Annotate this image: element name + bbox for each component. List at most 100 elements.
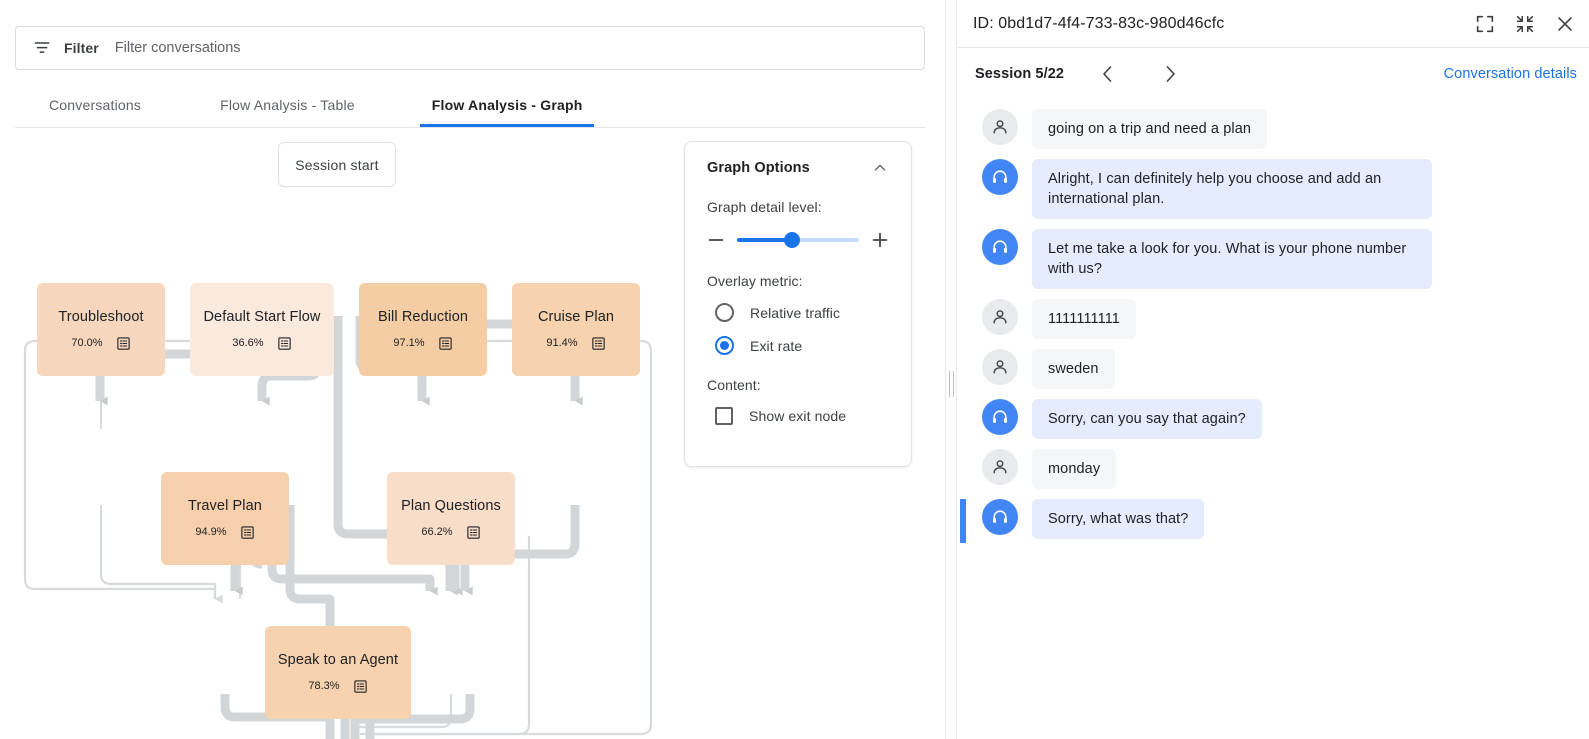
message-bubble: sweden bbox=[1032, 349, 1115, 389]
node-detail-icon[interactable] bbox=[240, 525, 255, 540]
message-bubble: Sorry, can you say that again? bbox=[1032, 399, 1262, 439]
radio-exit-rate-label: Exit rate bbox=[750, 337, 803, 354]
graph-node-title: Troubleshoot bbox=[58, 308, 144, 325]
conversation-header-actions bbox=[1474, 0, 1576, 48]
session-navigation-bar: Session 5/22 Conversation details bbox=[957, 48, 1589, 100]
node-detail-icon[interactable] bbox=[466, 525, 481, 540]
message-bubble: Sorry, what was that? bbox=[1032, 499, 1205, 539]
node-detail-icon[interactable] bbox=[353, 679, 368, 694]
message-bubble: going on a trip and need a plan bbox=[1032, 109, 1268, 149]
graph-detail-slider-row bbox=[685, 229, 911, 251]
message-bubble: 1111111111 bbox=[1032, 299, 1136, 339]
graph-node-default-start[interactable]: Default Start Flow 36.6% bbox=[190, 283, 334, 376]
collapse-icon[interactable] bbox=[1514, 13, 1536, 35]
message-bubble: Alright, I can definitely help you choos… bbox=[1032, 159, 1432, 219]
graph-node-title: Travel Plan bbox=[188, 497, 262, 514]
tab-conversations[interactable]: Conversations bbox=[49, 97, 142, 113]
message-row[interactable]: Sorry, can you say that again? bbox=[957, 394, 1589, 444]
graph-node-meta: 91.4% bbox=[546, 336, 605, 351]
minus-icon[interactable] bbox=[705, 229, 727, 251]
chevron-up-icon[interactable] bbox=[871, 159, 889, 177]
radio-relative-traffic-label: Relative traffic bbox=[750, 304, 841, 321]
graph-node-meta: 97.1% bbox=[393, 336, 452, 351]
tab-flow-analysis-graph[interactable]: Flow Analysis - Graph bbox=[419, 90, 595, 127]
node-detail-icon[interactable] bbox=[116, 336, 131, 351]
avatar-user bbox=[982, 449, 1018, 485]
message-row[interactable]: Let me take a look for you. What is your… bbox=[957, 224, 1589, 294]
checkbox-show-exit-node-label: Show exit node bbox=[749, 408, 847, 424]
user-avatar-icon bbox=[993, 120, 1007, 134]
tab-bar: Conversations Flow Analysis - Table Flow… bbox=[15, 90, 925, 128]
graph-options-panel: Graph Options Graph detail level: Ove bbox=[684, 141, 912, 467]
agent-avatar-icon bbox=[993, 510, 1007, 523]
tab-flow-analysis-table[interactable]: Flow Analysis - Table bbox=[220, 97, 355, 113]
avatar-agent bbox=[982, 399, 1018, 435]
graph-node-percentage: 91.4% bbox=[546, 337, 578, 349]
message-row[interactable]: sweden bbox=[957, 344, 1589, 394]
graph-node-title: Cruise Plan bbox=[537, 308, 615, 325]
chevron-left-icon[interactable] bbox=[1096, 62, 1120, 86]
filter-bar[interactable]: Filter bbox=[15, 26, 925, 70]
graph-detail-slider[interactable] bbox=[737, 232, 859, 248]
session-counter: Session 5/22 bbox=[975, 66, 1065, 82]
radio-exit-rate-icon[interactable] bbox=[715, 336, 734, 355]
graph-node-cruise-plan[interactable]: Cruise Plan 91.4% bbox=[512, 283, 640, 376]
graph-node-meta: 36.6% bbox=[232, 336, 291, 351]
left-pane: Filter Conversations Flow Analysis - Tab… bbox=[15, 26, 925, 739]
node-detail-icon[interactable] bbox=[438, 336, 453, 351]
graph-node-bill-reduction[interactable]: Bill Reduction 97.1% bbox=[359, 283, 487, 376]
user-avatar-icon bbox=[993, 460, 1007, 474]
agent-avatar-icon bbox=[993, 170, 1007, 183]
graph-node-speak-agent[interactable]: Speak to an Agent 78.3% bbox=[265, 626, 411, 719]
node-detail-icon[interactable] bbox=[591, 336, 606, 351]
close-icon[interactable] bbox=[1554, 13, 1576, 35]
graph-node-title: Bill Reduction bbox=[377, 308, 469, 325]
graph-node-percentage: 36.6% bbox=[232, 337, 264, 349]
graph-node-meta: 66.2% bbox=[421, 525, 480, 540]
message-row[interactable]: Alright, I can definitely help you choos… bbox=[957, 154, 1589, 224]
user-avatar-icon bbox=[993, 360, 1007, 374]
checkbox-show-exit-node-icon[interactable] bbox=[715, 407, 733, 425]
message-row[interactable]: Sorry, what was that? bbox=[957, 494, 1589, 544]
avatar-user bbox=[982, 349, 1018, 385]
graph-node-troubleshoot[interactable]: Troubleshoot 70.0% bbox=[37, 283, 165, 376]
pane-splitter[interactable] bbox=[945, 0, 957, 739]
plus-icon[interactable] bbox=[869, 229, 891, 251]
agent-avatar-icon bbox=[993, 410, 1007, 423]
graph-node-plan-questions[interactable]: Plan Questions 66.2% bbox=[387, 472, 515, 565]
content-label: Content: bbox=[707, 377, 761, 393]
agent-avatar-icon bbox=[993, 240, 1007, 253]
message-row[interactable]: 1111111111 bbox=[957, 294, 1589, 344]
message-row[interactable]: monday bbox=[957, 444, 1589, 494]
filter-input[interactable] bbox=[114, 40, 924, 56]
slider-thumb[interactable] bbox=[783, 232, 800, 248]
fullscreen-icon[interactable] bbox=[1474, 13, 1496, 35]
graph-detail-level-label: Graph detail level: bbox=[707, 199, 822, 215]
radio-relative-traffic[interactable]: Relative traffic bbox=[685, 303, 911, 322]
chevron-right-icon[interactable] bbox=[1158, 62, 1182, 86]
avatar-agent bbox=[982, 229, 1018, 265]
session-start-node[interactable]: Session start bbox=[278, 142, 396, 187]
message-bubble: Let me take a look for you. What is your… bbox=[1032, 229, 1432, 289]
avatar-agent bbox=[982, 499, 1018, 535]
message-row[interactable]: going on a trip and need a plan bbox=[957, 104, 1589, 154]
node-detail-icon[interactable] bbox=[277, 336, 292, 351]
conversation-header: ID: 0bd1d7-4f4-733-83c-980d46cfc bbox=[957, 0, 1589, 48]
graph-node-percentage: 70.0% bbox=[71, 337, 103, 349]
conversation-panel: ID: 0bd1d7-4f4-733-83c-980d46cfc Session… bbox=[957, 0, 1589, 739]
conversation-details-link[interactable]: Conversation details bbox=[1443, 66, 1577, 82]
checkbox-show-exit-node[interactable]: Show exit node bbox=[685, 407, 911, 425]
radio-relative-traffic-icon[interactable] bbox=[715, 303, 734, 322]
filter-icon bbox=[34, 42, 50, 53]
graph-options-header[interactable]: Graph Options bbox=[685, 142, 911, 177]
graph-node-title: Plan Questions bbox=[401, 497, 501, 514]
splitter-grip-icon bbox=[949, 371, 954, 397]
avatar-agent bbox=[982, 159, 1018, 195]
graph-node-meta: 78.3% bbox=[308, 679, 367, 694]
radio-exit-rate[interactable]: Exit rate bbox=[685, 336, 911, 355]
graph-node-title: Default Start Flow bbox=[203, 308, 321, 325]
avatar-user bbox=[982, 109, 1018, 145]
graph-node-title: Speak to an Agent bbox=[277, 651, 399, 668]
